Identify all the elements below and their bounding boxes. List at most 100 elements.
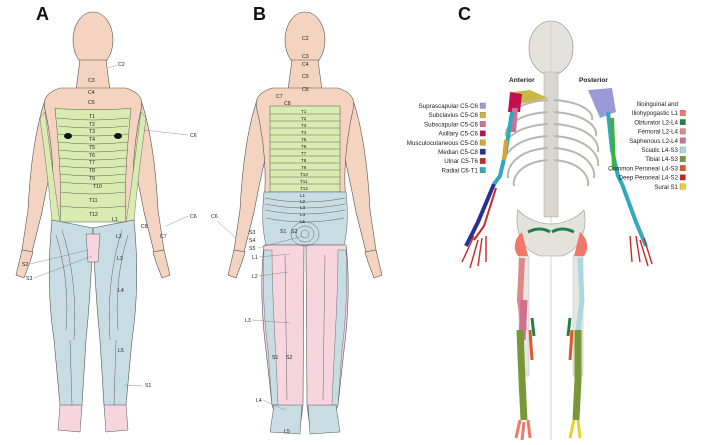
legend-lower-label-0: Ilioinguinal and: [637, 101, 679, 108]
legend-lower-swatch-9: [679, 183, 686, 190]
label-b-l1: L1: [300, 193, 306, 198]
genital-region: [85, 233, 101, 263]
label-a-t8: T8: [89, 168, 95, 174]
left-leg: [92, 219, 138, 426]
nerve-radial-left-forearm: [620, 183, 648, 247]
legend-upper-label-3: Axillary C5-C6: [438, 131, 478, 138]
legend-upper-swatch-5: [479, 148, 486, 155]
legend-lower-label-5: Sciatic L4-S3: [642, 147, 679, 154]
nerve-axillary: [508, 92, 522, 112]
label-a-l2: L2: [116, 234, 122, 240]
legend-lower-label-6: Tibial L4-S3: [645, 156, 678, 163]
legend-lower-label-4: Saphenous L2-L4: [629, 138, 678, 145]
label-a-t2: T2: [89, 122, 95, 128]
label-b-l5b: L5: [284, 429, 290, 435]
label-b-t7: T7: [301, 151, 307, 156]
label-a-l1: L1: [112, 217, 118, 223]
anterior-label: Anterior: [509, 77, 535, 84]
nerve-ilioinguinal-left: [574, 232, 588, 256]
sacral-contours: [284, 221, 326, 401]
label-b-l4: L4: [300, 212, 306, 217]
legend-lower-swatch-4: [679, 137, 686, 144]
right-foot: [57, 404, 83, 433]
nerve-hand-left: [629, 235, 653, 267]
nerve-median-right: [464, 183, 496, 247]
legend-upper-swatch-0: [479, 102, 486, 109]
label-b-s1: S1: [280, 229, 286, 235]
legend-upper-swatch-6: [479, 158, 486, 164]
label-b-s4: S4: [249, 238, 255, 244]
panel-a-letter: A: [36, 4, 49, 24]
label-b-s2b: S2: [286, 355, 292, 361]
label-a-s2: S2: [22, 262, 28, 268]
label-a-c2: C2: [118, 62, 125, 68]
label-b-c2: C2: [302, 36, 309, 42]
nerve-obturator-left: [551, 227, 575, 234]
leg-contours: [55, 229, 129, 406]
left-hand-back: [364, 249, 383, 279]
label-a-s3: S3: [26, 276, 32, 282]
legend-upper-label-7: Radial C6-T1: [442, 167, 479, 174]
label-b-c5: C5: [302, 74, 309, 80]
legend-upper-label-5: Median C5-C8: [438, 149, 478, 156]
label-b-c6-side: C6: [211, 214, 218, 220]
legend-upper-swatch-3: [479, 130, 486, 137]
label-a-s1: S1: [145, 383, 151, 389]
label-a-c3: C3: [88, 78, 95, 84]
legend-upper-swatch-1: [479, 112, 486, 118]
label-b-l5: L5: [300, 219, 306, 224]
label-b-c8: C8: [284, 101, 291, 107]
label-a-c5: C5: [88, 100, 95, 106]
legend-lower-label-7: Common Peroneal L4-S3: [608, 165, 678, 172]
label-a-t4: T4: [89, 137, 95, 143]
label-a-t10: T10: [93, 184, 102, 190]
right-hand-back: [227, 249, 246, 279]
right-nipple: [64, 133, 72, 139]
label-b-t4: T4: [301, 130, 307, 135]
label-a-c6: C6: [190, 133, 197, 139]
label-a-c4: C4: [88, 90, 95, 96]
nerve-left-arm-green: [610, 117, 616, 171]
legend-upper-label-0: Suprascapular C5-C6: [419, 103, 479, 110]
label-b-s5: S5: [249, 246, 255, 252]
nerve-tibial-right: [516, 329, 528, 421]
label-b-t12: T12: [300, 186, 308, 191]
legend-upper-label-1: Subclavius C5-C6: [428, 112, 478, 119]
label-b-t5: T5: [301, 137, 307, 142]
panel-c-letter: C: [458, 4, 471, 24]
label-b-l3b: L3: [245, 318, 251, 324]
nerve-common-peroneal-right: [528, 329, 534, 361]
nerve-suprascapular: [588, 88, 616, 118]
nerve-obturator-knee-right: [530, 317, 536, 337]
nerve-obturator-right: [527, 227, 551, 234]
label-a-t11: T11: [89, 198, 98, 204]
label-a-t9: T9: [89, 176, 95, 182]
label-b-l3: L3: [300, 205, 306, 210]
label-b-t3: T3: [301, 123, 307, 128]
spine: [543, 71, 559, 218]
label-b-l2: L2: [300, 199, 306, 204]
label-b-c6: C6: [302, 87, 309, 93]
nerve-tibial-left: [572, 330, 582, 421]
nerve-ilioinguinal-right: [514, 232, 528, 256]
label-b-c3: C3: [302, 54, 309, 60]
label-b-s3: S3: [249, 230, 255, 236]
legend-lower-swatch-2: [679, 119, 686, 126]
label-a-t6: T6: [89, 153, 95, 159]
panel-a-body-anterior: A: [15, 4, 197, 433]
label-a-c6b: C6: [190, 214, 197, 220]
right-hand: [15, 249, 34, 279]
label-b-t8: T8: [301, 158, 307, 163]
back-thoracic-contours: [270, 113, 340, 185]
nerve-common-peroneal-left: [568, 329, 574, 361]
nerve-sciatic-left: [575, 257, 585, 331]
right-leg: [48, 219, 94, 426]
left-foot-back: [307, 404, 341, 435]
label-b-l1b: L1: [252, 255, 258, 261]
label-a-t5: T5: [89, 145, 95, 151]
label-b-l2b: L2: [252, 274, 258, 280]
label-a-l4: L4: [118, 288, 124, 294]
